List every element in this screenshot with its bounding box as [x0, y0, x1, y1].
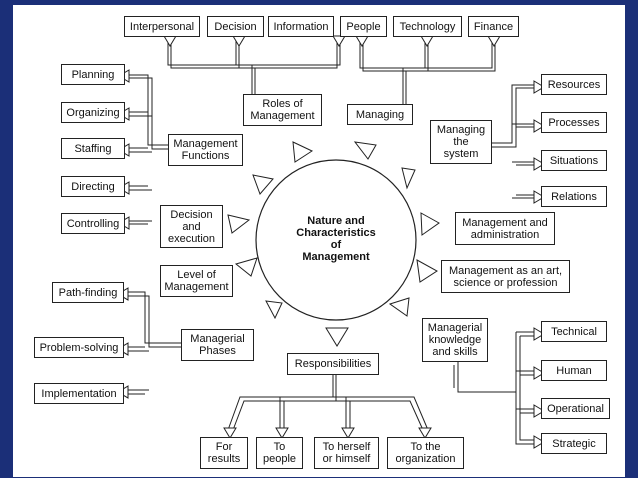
connector-functions-inner — [125, 77, 170, 222]
triangle-icon — [388, 297, 410, 317]
triangle-icon — [265, 300, 283, 320]
connector-system-inner — [492, 87, 538, 196]
arrowhead-icon — [533, 435, 545, 449]
box-controlling: Controlling — [61, 213, 125, 234]
triangle-icon — [252, 174, 274, 195]
box-for-results: For results — [200, 437, 248, 469]
connector-system — [492, 84, 538, 199]
connector-functions — [125, 74, 170, 225]
triangle-icon — [227, 214, 251, 234]
box-information: Information — [268, 16, 334, 37]
box-processes: Processes — [541, 112, 607, 133]
center-label: Nature and Characteristics of Management — [296, 215, 376, 263]
triangle-icon — [401, 167, 416, 190]
triangle-icon — [325, 327, 349, 347]
box-managing-the-system: Managing the system — [430, 120, 492, 164]
box-staffing: Staffing — [61, 138, 125, 159]
arrowhead-icon — [533, 190, 545, 204]
box-management-and-administration: Management and administration — [455, 212, 555, 245]
connector-responsibilities-inner — [232, 375, 424, 431]
box-management-as-art: Management as an art, science or profess… — [441, 260, 570, 293]
arrowhead-icon — [223, 427, 237, 439]
box-implementation: Implementation — [34, 383, 124, 404]
box-to-people: To people — [256, 437, 303, 469]
box-planning: Planning — [61, 64, 125, 85]
box-operational: Operational — [541, 398, 610, 419]
arrowhead-icon — [533, 327, 545, 341]
box-finance: Finance — [468, 16, 519, 37]
box-resources: Resources — [541, 74, 607, 95]
box-to-organization: To the organization — [387, 437, 464, 469]
box-management-functions: Management Functions — [168, 134, 243, 166]
box-roles-of-management: Roles of Management — [243, 94, 322, 126]
connector-managing — [359, 40, 493, 104]
arrowhead-icon — [418, 427, 432, 439]
arrowhead-icon — [533, 80, 545, 94]
triangle-icon — [420, 212, 440, 236]
arrowhead-icon — [533, 119, 545, 133]
connector-managing-inner — [362, 40, 496, 104]
box-managing: Managing — [347, 104, 413, 125]
box-directing: Directing — [61, 176, 125, 197]
box-relations: Relations — [541, 186, 607, 207]
triangle-icon — [416, 259, 438, 283]
arrowhead-icon — [533, 366, 545, 380]
box-decision: Decision — [207, 16, 264, 37]
connector-knowledge — [453, 331, 538, 445]
box-managerial-knowledge: Managerial knowledge and skills — [422, 318, 488, 362]
connector-knowledge-inner — [519, 335, 538, 441]
center-circle — [255, 159, 417, 321]
box-decision-and-execution: Decision and execution — [160, 205, 223, 248]
triangle-icon — [234, 257, 258, 277]
box-strategic: Strategic — [541, 433, 607, 454]
box-path-finding: Path-finding — [52, 282, 124, 303]
arrowhead-icon — [341, 427, 355, 439]
box-responsibilities: Responsibilities — [287, 353, 379, 375]
box-level-of-management: Level of Management — [160, 265, 233, 297]
pointer-triangles — [227, 141, 440, 347]
box-organizing: Organizing — [61, 102, 125, 123]
box-technology: Technology — [393, 16, 462, 37]
arrowhead-icon — [332, 35, 346, 47]
box-technical: Technical — [541, 321, 607, 342]
triangle-icon — [292, 141, 314, 163]
triangle-icon — [353, 141, 377, 160]
box-to-herself: To herself or himself — [314, 437, 379, 469]
box-situations: Situations — [541, 150, 607, 171]
box-human: Human — [541, 360, 607, 381]
arrowhead-icon — [533, 157, 545, 171]
box-managerial-phases: Managerial Phases — [181, 329, 254, 361]
box-problem-solving: Problem-solving — [34, 337, 124, 358]
connector-roles — [167, 40, 341, 95]
arrowhead-icon — [533, 404, 545, 418]
box-people: People — [340, 16, 387, 37]
box-interpersonal: Interpersonal — [124, 16, 200, 37]
arrowhead-icon — [275, 427, 289, 439]
connector-responsibilities — [227, 375, 429, 431]
